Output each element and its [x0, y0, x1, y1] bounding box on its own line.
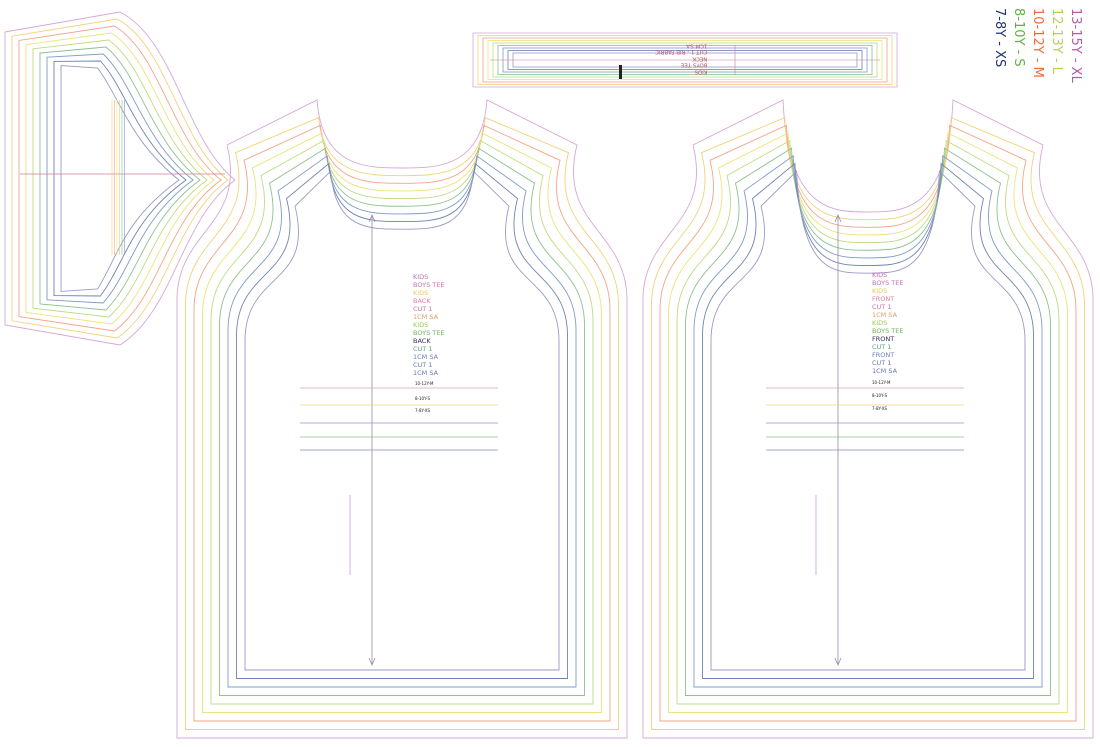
back-label: 1CM SA: [413, 353, 439, 361]
neckband-label: CUT 1 - RIB FABRIC: [655, 49, 708, 55]
back-piece-outline: [176, 99, 628, 739]
neckband-piece-outline: [477, 35, 893, 85]
sleeve-piece-outline: [60, 65, 180, 292]
front-piece-outline: [693, 155, 1043, 688]
back-label: BOYS TEE: [413, 329, 445, 337]
sleeve-piece-outline: [39, 46, 201, 311]
front-label: FRONT: [872, 335, 895, 343]
back-piece-outline: [210, 139, 594, 705]
size-legend: 13-15Y - XL 12-13Y - L 10-12Y - M 8-10Y …: [992, 8, 1083, 83]
sleeve-piece-outline: [11, 18, 229, 339]
legend-size-xl: 13-15Y - XL: [1068, 8, 1083, 83]
front-piece-outline: [659, 124, 1077, 722]
back-piece-outline: [219, 147, 585, 696]
neckband-piece-outline: [472, 32, 898, 88]
neckband-piece-outline: [482, 37, 888, 83]
neckband-notch-mark: [619, 65, 622, 79]
front-size-mark-s: 8-10Y-S: [872, 393, 888, 398]
sleeve-piece-outline: [53, 60, 187, 297]
front-label: 1CM SA: [872, 367, 898, 375]
front-piece-grainline-arrows: [834, 213, 842, 667]
back-label: CUT 1: [413, 345, 433, 353]
back-piece-outline: [185, 116, 619, 730]
sleeve-piece-outline: [32, 39, 208, 318]
back-label: KIDS: [413, 289, 429, 297]
front-label: KIDS: [872, 287, 888, 295]
neckband-label: BOYS TEE: [680, 62, 708, 68]
front-label: BOYS TEE: [872, 327, 904, 335]
back-piece-outline: [193, 124, 611, 722]
front-label: BOYS TEE: [872, 279, 904, 287]
back-piece-outline: [227, 155, 577, 688]
back-label: 1CM SA: [413, 369, 439, 377]
legend-size-xs: 7-8Y - XS: [992, 8, 1007, 68]
neckband-label: KIDS: [694, 68, 708, 75]
front-piece-outline: [668, 132, 1068, 713]
sleeve-piece-outline: [4, 11, 236, 346]
front-size-mark-xs: 7-8Y-XS: [872, 406, 888, 411]
sleeve-piece-outline: [18, 25, 222, 332]
neckband-labels: KIDS BOYS TEE NECK CUT 1 - RIB FABRIC 1C…: [655, 42, 707, 75]
front-piece-outline: [685, 147, 1051, 696]
back-label: 1CM SA: [413, 313, 439, 321]
front-label: FRONT: [872, 351, 895, 359]
back-size-mark-m: 10-12Y-M: [415, 381, 434, 386]
legend-size-l: 12-13Y - L: [1049, 8, 1064, 74]
front-label: CUT 1: [872, 343, 892, 351]
sleeve-piece-outline: [46, 53, 194, 304]
neckband-piece-outline: [487, 40, 883, 80]
front-label: CUT 1: [872, 359, 892, 367]
legend-size-m: 10-12Y - M: [1030, 8, 1045, 78]
back-size-mark-xs: 7-8Y-XS: [415, 408, 431, 413]
back-label: CUT 1: [413, 361, 433, 369]
back-label: BOYS TEE: [413, 281, 445, 289]
front-label: KIDS: [872, 319, 888, 327]
back-label: KIDS: [413, 273, 429, 281]
legend-size-s: 8-10Y - S: [1011, 8, 1026, 67]
front-piece-outline: [642, 99, 1094, 739]
back-size-mark-s: 8-10Y-S: [415, 396, 431, 401]
front-label: 1CM SA: [872, 311, 898, 319]
front-piece-outline: [651, 116, 1085, 730]
front-size-mark-m: 10-12Y-M: [872, 380, 891, 385]
front-piece-outline: [702, 162, 1034, 679]
front-piece-outline: [710, 170, 1026, 671]
back-piece-outline: [244, 170, 560, 671]
back-label: KIDS: [413, 321, 429, 329]
back-piece-outline: [202, 132, 602, 713]
front-piece-outline: [676, 139, 1060, 705]
front-label: KIDS: [872, 271, 888, 279]
back-label: BACK: [413, 297, 431, 305]
back-label: CUT 1: [413, 305, 433, 313]
back-piece-grainline-arrows: [368, 213, 376, 667]
back-label: BACK: [413, 337, 431, 345]
front-label: CUT 1: [872, 303, 892, 311]
back-piece-outline: [236, 162, 568, 679]
sleeve-piece-outline: [25, 32, 215, 325]
front-label: FRONT: [872, 295, 895, 303]
